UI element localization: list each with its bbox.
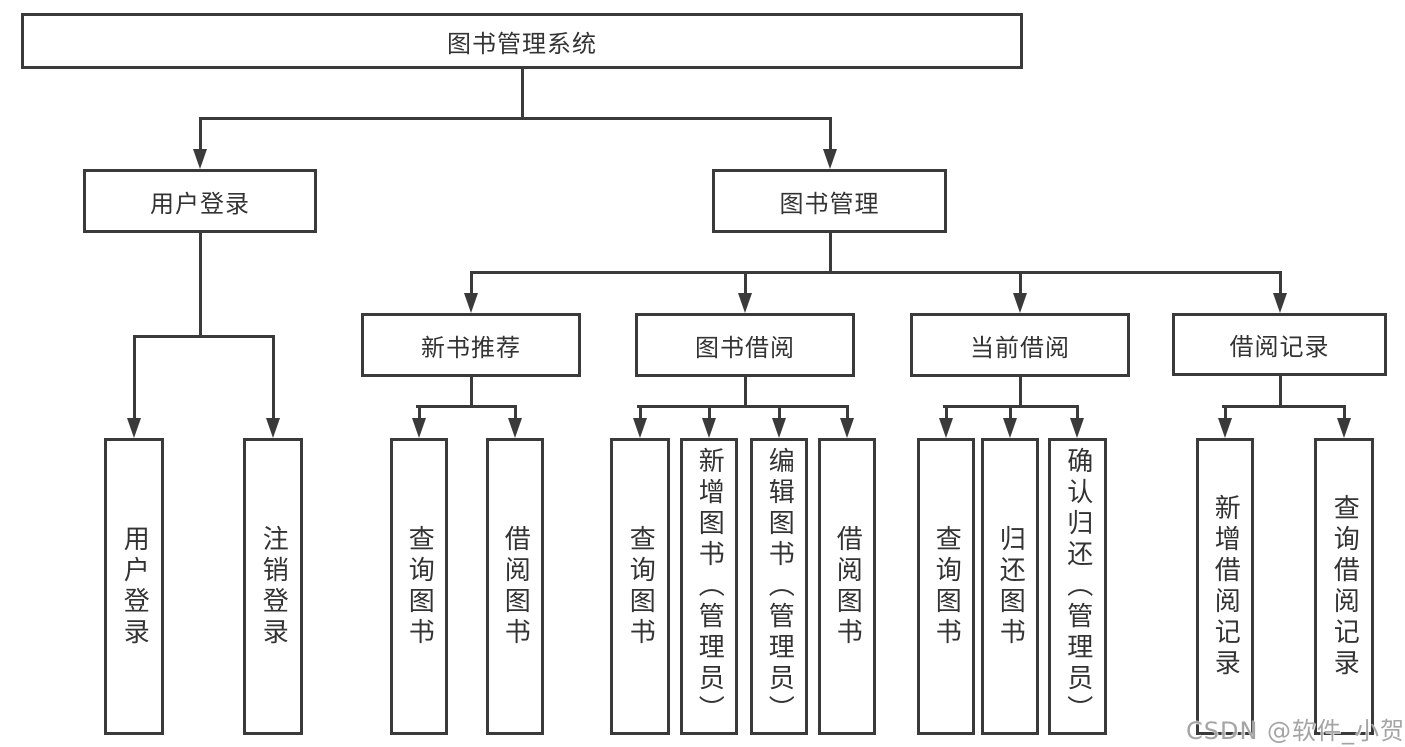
arrowhead-down-icon [412,418,426,438]
node-label: 图书管理 [779,189,880,218]
connector-stem-records [1278,271,1282,295]
arrowhead-down-icon [840,418,854,438]
leaf-label: 新增图书（管理员） [694,447,725,726]
connector-stem-user-login [198,117,202,151]
node-label: 图书借阅 [695,333,795,362]
leaf-borrow-books-recommend: 借阅图书 [486,438,544,735]
connector-stem-leaf [1075,405,1079,420]
connector-stem-leaf [1223,405,1227,420]
node-label: 用户登录 [150,189,250,218]
arrowhead-down-icon [464,293,478,313]
connector-records-trunk [1278,375,1282,407]
leaf-label: 归还图书 [995,524,1026,649]
connector-book-mgmt-trunk [828,233,832,274]
leaf-add-book-admin: 新增图书（管理员） [680,438,738,735]
node-label: 新书推荐 [421,333,521,362]
arrowhead-down-icon [266,418,280,438]
node-library-system: 图书管理系统 [21,13,1023,69]
connector-user-login-trunk [198,233,202,337]
leaf-query-books-current: 查询图书 [917,438,975,735]
leaf-query-books-borrowing: 查询图书 [610,438,670,735]
arrowhead-down-icon [939,418,953,438]
connector-hsplit-book-mgmt [469,270,1282,274]
connector-stem-current [1018,271,1022,295]
connector-stem-leaf [777,405,781,420]
node-label: 借阅记录 [1229,333,1330,361]
connector-stem-leaf [1342,405,1346,420]
connector-hsplit-recommend [415,405,516,408]
arrowhead-down-icon [1337,418,1351,438]
leaf-logout-login: 注销登录 [243,438,303,735]
connector-root-trunk [520,69,524,120]
connector-stem-recommend [469,271,473,295]
connector-hsplit-user-login [132,335,275,338]
node-label: 当前借阅 [970,333,1070,362]
leaf-add-borrow-record: 新增借阅记录 [1196,438,1254,735]
leaf-query-books-recommend: 查询图书 [390,438,448,735]
leaf-label: 新增借阅记录 [1210,493,1241,680]
connector-stem-leaf [638,405,642,420]
leaf-confirm-return-admin: 确认归还（管理员） [1048,438,1107,735]
arrowhead-down-icon [772,418,786,438]
arrowhead-down-icon [1070,418,1084,438]
node-borrowing-records: 借阅记录 [1172,313,1387,376]
leaf-label: 查询图书 [404,524,435,649]
node-label: 图书管理系统 [447,29,597,58]
arrowhead-down-icon [1273,293,1287,313]
node-book-borrowing: 图书借阅 [635,313,855,377]
leaf-label: 借阅图书 [500,524,531,649]
connector-borrowing-trunk [743,377,747,407]
connector-hsplit-current [942,405,1078,408]
connector-stem-book-mgmt [828,117,832,151]
leaf-label: 查询图书 [625,524,656,649]
leaf-label: 查询借阅记录 [1329,493,1360,680]
arrowhead-down-icon [738,293,752,313]
leaf-label: 用户登录 [119,524,150,649]
leaf-label: 确认归还（管理员） [1062,447,1093,726]
node-book-management: 图书管理 [712,169,947,233]
csdn-watermark: CSDN @软件_小贺同学 [1186,717,1405,745]
node-user-login: 用户登录 [83,169,317,233]
node-current-borrowing: 当前借阅 [910,313,1130,377]
connector-hsplit-level2 [198,116,832,120]
leaf-borrow-books-borrowing: 借阅图书 [818,438,876,735]
connector-stem-borrowing [743,271,747,295]
leaf-label: 查询图书 [931,524,962,649]
leaf-label: 借阅图书 [832,524,863,649]
connector-stem-leaf [1008,405,1012,420]
leaf-label: 编辑图书（管理员） [764,447,795,726]
connector-hsplit-records [1221,405,1345,408]
leaf-user-login: 用户登录 [104,438,164,735]
arrowhead-down-icon [1003,418,1017,438]
connector-recommend-trunk [469,377,473,407]
connector-hsplit-borrowing [636,405,848,408]
leaf-query-borrow-record: 查询借阅记录 [1314,438,1374,735]
arrowhead-down-icon [127,418,141,438]
leaf-return-book: 归还图书 [981,438,1039,735]
connector-current-trunk [1018,377,1022,407]
arrowhead-down-icon [508,418,522,438]
arrowhead-down-icon [1013,293,1027,313]
connector-stem-leaf [417,405,421,420]
arrowhead-down-icon [1218,418,1232,438]
connector-stem-leaf-logout [271,335,275,420]
connector-stem-leaf [845,405,849,420]
connector-stem-leaf [513,405,517,420]
leaf-edit-book-admin: 编辑图书（管理员） [750,438,808,735]
arrowhead-down-icon [193,149,207,169]
node-new-book-recommend: 新书推荐 [361,313,581,377]
arrowhead-down-icon [823,149,837,169]
connector-stem-leaf [707,405,711,420]
connector-stem-leaf-login [132,335,136,420]
arrowhead-down-icon [633,418,647,438]
connector-stem-leaf [944,405,948,420]
arrowhead-down-icon [702,418,716,438]
leaf-label: 注销登录 [258,524,289,649]
